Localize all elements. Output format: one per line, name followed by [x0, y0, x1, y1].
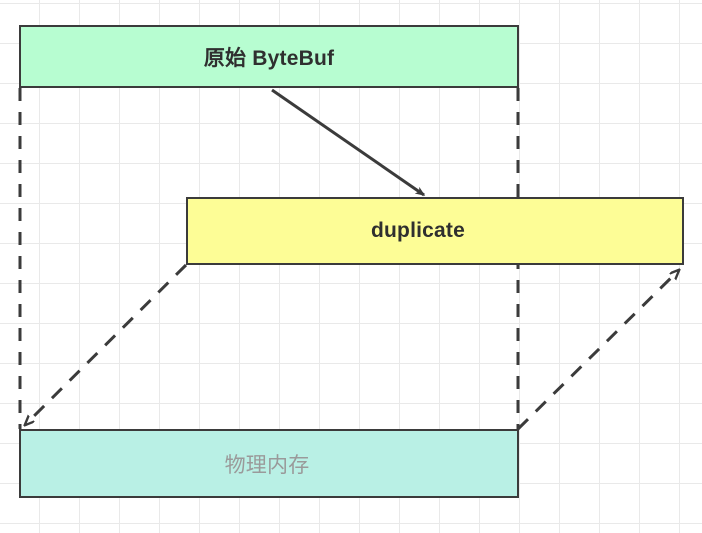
node-duplicate[interactable]: duplicate — [186, 197, 684, 265]
edge-original-to-duplicate — [271, 88, 426, 197]
edge-duplicate-left-to-memory — [25, 263, 188, 425]
edge-memory-to-duplicate-right — [516, 270, 679, 431]
node-original-bytebuf-label: 原始 ByteBuf — [203, 46, 335, 70]
node-original-bytebuf[interactable]: 原始 ByteBuf — [19, 25, 519, 88]
node-duplicate-label: duplicate — [371, 219, 465, 242]
node-physical-memory[interactable]: 物理内存 — [19, 429, 519, 498]
node-physical-memory-label: 物理内存 — [224, 453, 310, 477]
